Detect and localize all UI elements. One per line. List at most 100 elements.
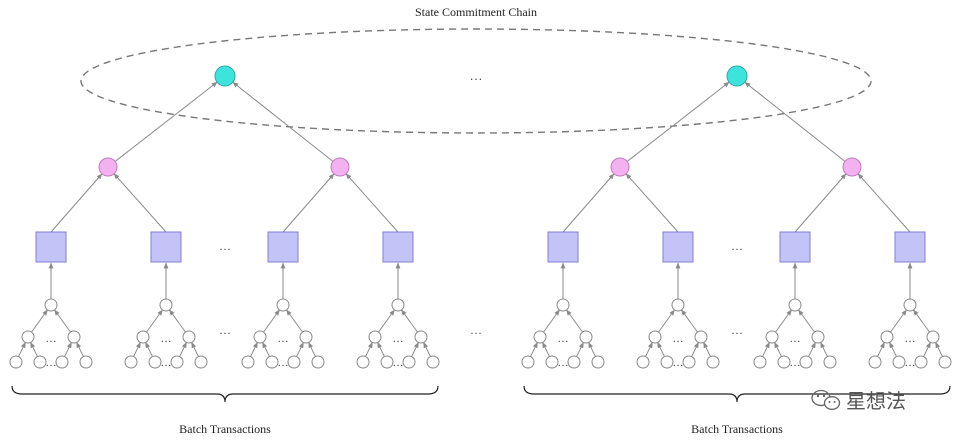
tx-ellipsis: …	[393, 357, 404, 369]
tx-node	[21, 330, 35, 344]
tx-node	[811, 330, 825, 344]
tx-edge	[775, 309, 792, 333]
batch-node	[35, 231, 67, 263]
tx-leaf-node	[33, 355, 47, 369]
tx-ellipsis: …	[161, 333, 172, 345]
tx-edge	[179, 341, 187, 357]
watermark: 星想法	[811, 389, 906, 413]
batch-label: Batch Transactions	[179, 422, 271, 436]
mid-node	[842, 157, 862, 177]
tx-node	[903, 298, 917, 312]
tx-node	[694, 330, 708, 344]
batch-node	[382, 231, 414, 263]
tx-ellipsis: …	[161, 357, 172, 369]
tx-edge	[566, 309, 583, 333]
tx-ellipsis: …	[558, 357, 569, 369]
tx-leaf-node	[706, 355, 720, 369]
tx-edge	[774, 341, 782, 357]
chain-ellipsis: …	[470, 68, 483, 83]
batch-ellipsis: …	[731, 239, 743, 253]
tx-leaf-node	[777, 355, 791, 369]
tx-edge	[658, 309, 675, 333]
tx-edge	[286, 309, 303, 333]
tx-ellipsis: …	[46, 333, 57, 345]
tx-node	[765, 330, 779, 344]
root-node	[214, 65, 236, 87]
tx-leaf-node	[682, 355, 696, 369]
tx-edge	[263, 309, 280, 333]
tx-leaf-node	[124, 355, 138, 369]
tx-edge	[31, 309, 48, 333]
tx-node	[648, 330, 662, 344]
tx-leaf-node	[79, 355, 93, 369]
tx-ellipsis: …	[393, 333, 404, 345]
tx-leaf-node	[287, 355, 301, 369]
tx-ellipsis: …	[790, 357, 801, 369]
batch-to-mid-edge	[50, 173, 103, 233]
tx-node	[136, 330, 150, 344]
tx-ellipsis: …	[673, 333, 684, 345]
tx-edge	[691, 341, 699, 357]
tx-edge	[76, 341, 84, 357]
tx-edge	[169, 309, 186, 333]
tx-leaf-node	[914, 355, 928, 369]
tx-leaf-node	[938, 355, 952, 369]
tx-leaf-node	[823, 355, 837, 369]
tx-edge	[543, 309, 560, 333]
wechat-icon	[811, 389, 841, 410]
tx-edge	[411, 341, 419, 357]
tx-edge	[365, 341, 373, 357]
batch-brace	[11, 385, 439, 403]
tx-edge	[913, 309, 930, 333]
tx-edge	[54, 309, 71, 333]
between-batches-ellipsis: …	[470, 323, 482, 337]
tx-ellipsis: …	[790, 333, 801, 345]
tx-node	[253, 330, 267, 344]
tx-edge	[423, 341, 431, 357]
tx-edge	[30, 341, 38, 357]
watermark-text: 星想法	[846, 389, 906, 413]
tx-node	[44, 298, 58, 312]
batch-brace	[523, 385, 951, 403]
tx-edge	[308, 341, 316, 357]
tx-edge	[935, 341, 943, 357]
tx-edge	[588, 341, 596, 357]
tx-edge	[681, 309, 698, 333]
tx-leaf-node	[521, 355, 535, 369]
tx-leaf-node	[55, 355, 69, 369]
tx-edge	[890, 309, 907, 333]
tx-edge	[808, 341, 816, 357]
tx-ellipsis: …	[46, 357, 57, 369]
tx-node	[579, 330, 593, 344]
tx-ellipsis: …	[278, 333, 289, 345]
batch-to-mid-edge	[282, 173, 335, 233]
batch-node	[894, 231, 926, 263]
tx-edge	[18, 341, 26, 357]
state-commitment-chain-ellipse	[80, 28, 872, 134]
tx-edge	[377, 341, 385, 357]
tree-ellipsis: …	[731, 323, 743, 337]
tx-ellipsis: …	[673, 357, 684, 369]
tx-node	[368, 330, 382, 344]
tx-edge	[146, 309, 163, 333]
tx-ellipsis: …	[558, 333, 569, 345]
tx-node	[880, 330, 894, 344]
tx-leaf-node	[9, 355, 23, 369]
root-node	[726, 65, 748, 87]
tx-node	[788, 298, 802, 312]
tx-leaf-node	[194, 355, 208, 369]
tx-leaf-node	[753, 355, 767, 369]
nodes	[9, 65, 952, 369]
tx-leaf-node	[311, 355, 325, 369]
tx-leaf-node	[892, 355, 906, 369]
mid-to-root-edge	[744, 81, 846, 162]
tx-edge	[262, 341, 270, 357]
tx-leaf-node	[402, 355, 416, 369]
edges	[18, 81, 943, 357]
tx-edge	[530, 341, 538, 357]
tx-node	[299, 330, 313, 344]
mid-node	[98, 157, 118, 177]
tx-leaf-node	[148, 355, 162, 369]
batch-node	[662, 231, 694, 263]
